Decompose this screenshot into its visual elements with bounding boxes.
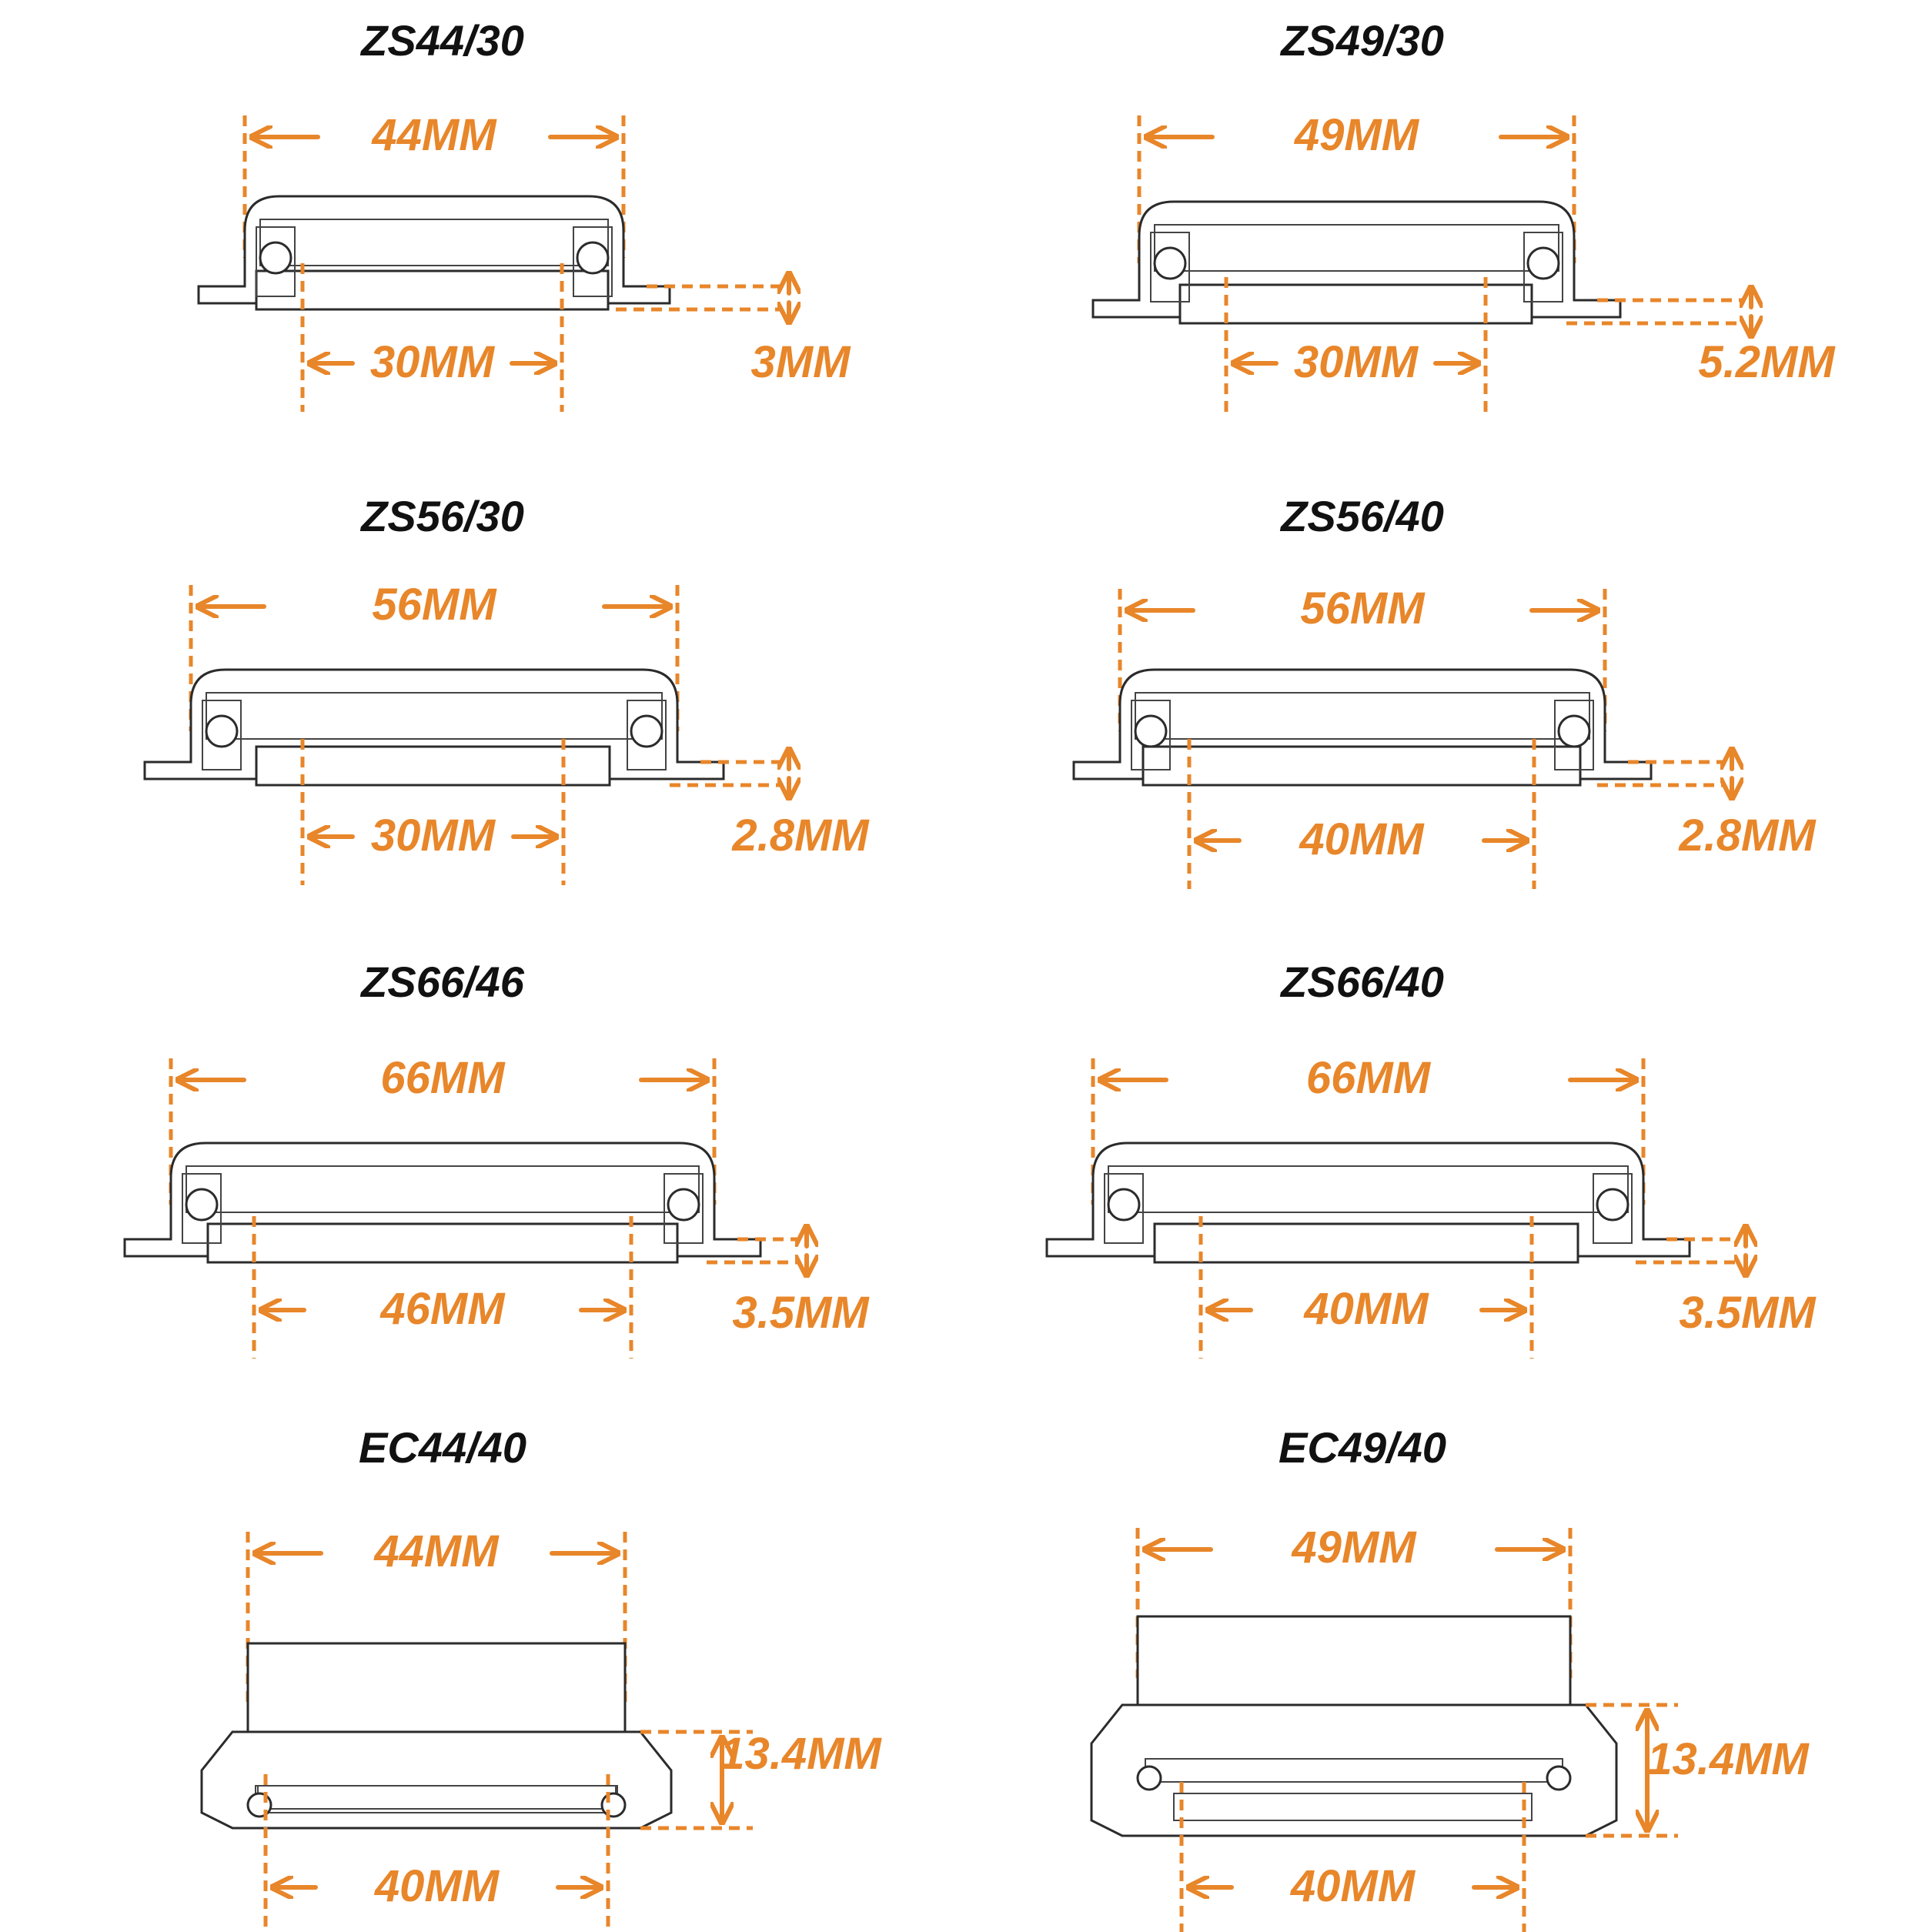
bearing-ball-right	[1546, 1765, 1572, 1791]
top-width-label: 44MM	[373, 1526, 500, 1576]
headset-cross-section	[123, 1141, 762, 1264]
headset-cross-section	[197, 195, 671, 311]
headset-cross-section	[1072, 668, 1653, 787]
top-width-label: 56MM	[372, 580, 497, 630]
bearing-ball-right	[1557, 714, 1591, 748]
diagram-title: EC49/40	[1279, 1423, 1446, 1472]
height-label: 13.4MM	[1647, 1734, 1810, 1784]
diagram-title: ZS49/30	[1279, 16, 1444, 65]
height-label: 2.8MM	[1678, 811, 1817, 861]
height-label: 2.8MM	[731, 811, 870, 861]
bearing-ball-left	[1153, 246, 1187, 280]
bearing-ball-right	[576, 241, 610, 275]
diagram-title: ZS56/40	[1279, 492, 1444, 540]
bearing-ball-right	[1596, 1188, 1629, 1222]
diagram-title: EC44/40	[359, 1423, 526, 1472]
bottom-width-label: 40MM	[1303, 1284, 1429, 1334]
headset-cross-section	[1045, 1141, 1691, 1264]
diagram-ec44-40: EC44/40 44MM 40MM 13.4MM	[200, 1423, 882, 1932]
top-width-label: 66MM	[1306, 1053, 1432, 1103]
bearing-ball-right	[630, 714, 663, 748]
diagram-zs66-40: ZS66/40 66MM 40MM 3.5MM	[1045, 958, 1817, 1359]
bottom-width-label: 40MM	[1290, 1861, 1416, 1911]
bottom-width-label: 30MM	[1294, 337, 1419, 387]
height-label: 3.5MM	[1679, 1288, 1817, 1338]
top-width-label: 66MM	[380, 1053, 506, 1103]
bearing-ball-left	[259, 241, 292, 275]
top-width-label: 44MM	[371, 110, 497, 160]
diagram-title: ZS66/40	[1279, 958, 1444, 1006]
bottom-width-label: 46MM	[379, 1284, 506, 1334]
diagram-title: ZS44/30	[359, 16, 524, 65]
bearing-ball-right	[1526, 246, 1560, 280]
diagram-zs56-30: ZS56/30 56MM 30MM 2.8MM	[143, 492, 870, 885]
diagram-title: ZS66/46	[359, 958, 525, 1006]
height-label: 3.5MM	[732, 1288, 870, 1338]
headset-cross-section	[200, 1642, 673, 1830]
bearing-ball-left	[1134, 714, 1168, 748]
bottom-width-label: 30MM	[371, 811, 496, 861]
top-width-label: 49MM	[1291, 1523, 1417, 1573]
headset-cross-section	[1090, 1615, 1618, 1837]
top-width-label: 49MM	[1294, 110, 1420, 160]
bottom-width-label: 40MM	[374, 1861, 500, 1911]
bearing-ball-left	[1136, 1765, 1162, 1791]
bearing-ball-left	[205, 714, 239, 748]
height-label: 13.4MM	[720, 1729, 882, 1779]
headset-cross-section	[1091, 200, 1622, 325]
bottom-width-label: 30MM	[370, 337, 496, 387]
diagram-zs44-30: ZS44/30 44MM 30MM 3MM	[197, 16, 852, 412]
diagram-zs66-46: ZS66/46 66MM 46MM 3.5MM	[123, 958, 870, 1359]
bearing-ball-right	[600, 1792, 627, 1818]
height-label: 3MM	[751, 337, 852, 387]
headset-cross-section	[143, 668, 725, 787]
bottom-width-label: 40MM	[1299, 814, 1425, 864]
height-label: 5.2MM	[1698, 337, 1836, 387]
diagram-title: ZS56/30	[359, 492, 524, 540]
diagram-ec49-40: EC49/40 49MM 40MM 13.4MM	[1090, 1423, 1810, 1932]
diagram-zs56-40: ZS56/40 56MM 40MM 2.8MM	[1072, 492, 1817, 889]
top-width-label: 56MM	[1300, 583, 1426, 633]
diagram-zs49-30: ZS49/30 49MM 30MM 5.2MM	[1091, 16, 1836, 412]
bearing-ball-left	[1107, 1188, 1141, 1222]
bearing-ball-left	[185, 1188, 219, 1222]
bearing-ball-right	[667, 1188, 700, 1222]
